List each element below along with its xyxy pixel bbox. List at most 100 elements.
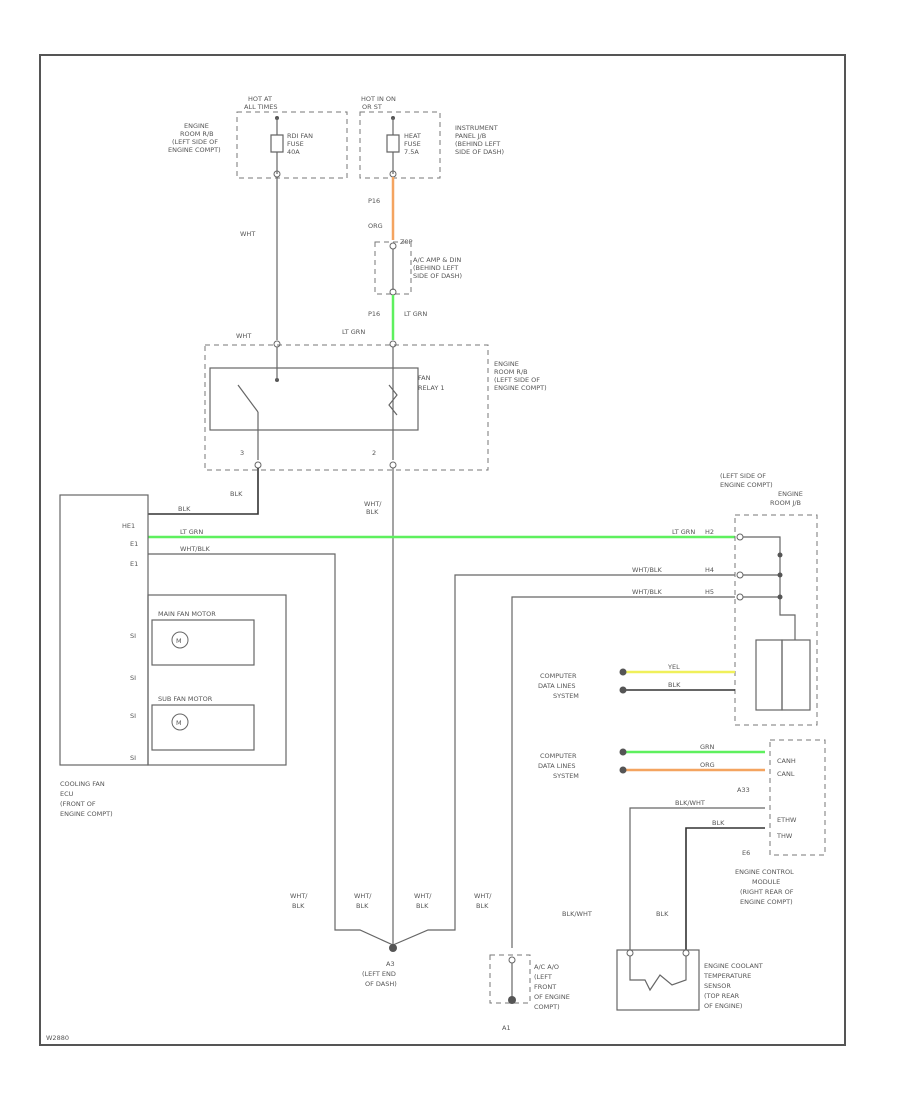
computer-data-b: GRN ORG COMPUTER DATA LINES SYSTEM [538,743,765,780]
fuse1-name-3: 40A [287,148,300,156]
data-a-l2: DATA LINES [538,682,575,690]
fuse2-hot-2: OR ST [362,103,382,111]
fuse2-loc-4: SIDE OF DASH) [455,148,504,156]
gnd-g2-l1: A/C A/O [534,963,559,971]
diagram-frame [39,54,846,1046]
ground-a3-node [389,944,397,952]
ecu-pin-2: E1 [130,540,138,548]
relay-out-pin-2 [389,461,397,469]
rj-box [734,514,818,726]
fuse2-name-1: HEAT [404,132,421,140]
sub-fan-motor-icon [171,713,189,731]
label-ltgrn-main: LT GRN [180,528,203,536]
ecu-pin-7: SI [130,754,136,762]
gnd-w4a: WHT/ [474,892,492,900]
fuse2-name-3: 7.5A [404,148,419,156]
label-whtblk-main: WHT/BLK [180,545,211,553]
sensor-element [629,956,687,992]
relay-coil [388,384,398,416]
fuse1-loc-2: ROOM R/B [180,130,214,138]
wire-whtblk-ecu-ground [148,553,394,946]
rj-l4: ROOM J/B [770,499,801,507]
ecm-e6: E6 [742,849,750,857]
fuse2-loc-2: PANEL J/B [455,132,486,140]
sub-fan-m: M [176,719,182,727]
gnd-g1-l1: (LEFT END [362,970,396,978]
data-a-blk: BLK [668,681,681,689]
label-whtblk-a: WHT/ [364,500,382,508]
ecu-pin-3: E1 [130,560,138,568]
rj-node-1 [777,552,783,558]
ecm-name-3: (RIGHT REAR OF [740,888,794,896]
ecm-name-4: ENGINE COMPT) [740,898,793,906]
sub-fan-label: SUB FAN MOTOR [158,695,213,703]
relay-wht: WHT [236,332,251,340]
label-pin: P16 [368,197,380,205]
ecm-pin-4: THW [776,832,793,840]
ecu-pin-1: HE1 [122,522,135,530]
engine-control-module: CANH CANL ETHW THW A33 E6 BLK/WHT BLK EN… [562,739,826,950]
ecm-blk-2: BLK [656,910,669,918]
gnd-g2-l4: OF ENGINE [534,993,570,1001]
label-h4: H4 [705,566,714,574]
gnd-g2-l2: (LEFT [534,973,552,981]
rj-block-b [781,639,811,711]
label-org: ORG [368,222,383,230]
relay-name-1: FAN [418,374,431,382]
label-h2: H2 [705,528,714,536]
rj-l3: ENGINE [778,490,803,498]
rj-link-1 [743,536,796,640]
fuse1-name-1: RDI FAN [287,132,313,140]
wire-whtblk-r1 [392,574,735,946]
wire-blk-ecm [685,827,765,950]
rj-block-a [755,639,783,711]
relay-out-pin-3 [254,461,262,469]
fuse-box-2: HOT IN ON OR ST HEAT FUSE 7.5A INSTRUMEN… [359,95,504,179]
fuse1-name-2: FUSE [287,140,304,148]
footer-code: W2880 [46,1034,69,1042]
relay-loc-1: ENGINE [494,360,519,368]
wire-whtblk-r2 [511,596,735,948]
ecu-name-2: ECU [60,790,74,798]
rj-node-2 [777,572,783,578]
ecm-pin-3: ETHW [777,816,797,824]
relay-ltgrn: LT GRN [342,328,365,336]
sensor-pin-2 [682,949,690,957]
label-ltgrn-a: LT GRN [404,310,427,318]
right-junction: (LEFT SIDE OF ENGINE COMPT) ENGINE ROOM … [720,472,818,726]
ecm-blkwht-2: BLK/WHT [562,910,592,918]
coolant-sensor: ENGINE COOLANT TEMPERATURE SENSOR (TOP R… [616,949,763,1011]
label-whtblk-r2: WHT/BLK [632,588,663,596]
fuse1-loc-4: ENGINE COMPT) [168,146,221,154]
data-a-l3: SYSTEM [553,692,579,700]
wire-blkwht-ecm [629,807,765,950]
ecu-name-3: (FRONT OF [60,800,96,808]
fuse1-loc-1: ENGINE [184,122,209,130]
fuse1-element [270,134,284,153]
fuse2-hot-1: HOT IN ON [361,95,396,103]
data-b-node-2 [619,766,627,774]
sensor-l4: (TOP REAR [704,992,740,1000]
ecu-pin-5: SI [130,674,136,682]
relay-name-2: RELAY 1 [418,384,445,392]
relay-switch-arm [237,384,259,413]
ac-jb-l3: SIDE OF DASH) [413,272,462,280]
data-b-l2: DATA LINES [538,762,575,770]
ecm-name-1: ENGINE CONTROL [735,868,794,876]
gnd-a1-pin [508,956,516,964]
relay-pin-2: 2 [372,449,376,457]
main-fan-m: M [176,637,182,645]
computer-data-a: YEL BLK COMPUTER DATA LINES SYSTEM [538,663,735,700]
gnd-w2b: BLK [356,902,369,910]
sensor-l1: ENGINE COOLANT [704,962,763,970]
fuse-box-1: HOT AT ALL TIMES RDI FAN FUSE 40A ENGINE… [168,95,348,179]
fuse1-box [236,111,348,179]
ground-section: WHT/ BLK WHT/ BLK WHT/ BLK WHT/ BLK A3 (… [290,892,570,1032]
fuse1-loc-3: (LEFT SIDE OF [172,138,218,146]
ecm-name-2: MODULE [752,878,780,886]
relay-pin-b [389,340,397,348]
label-h5: H5 [705,588,714,596]
gnd-w1b: BLK [292,902,305,910]
fuse1-hot-2: ALL TIMES [244,103,277,111]
ecu-box [59,494,149,766]
